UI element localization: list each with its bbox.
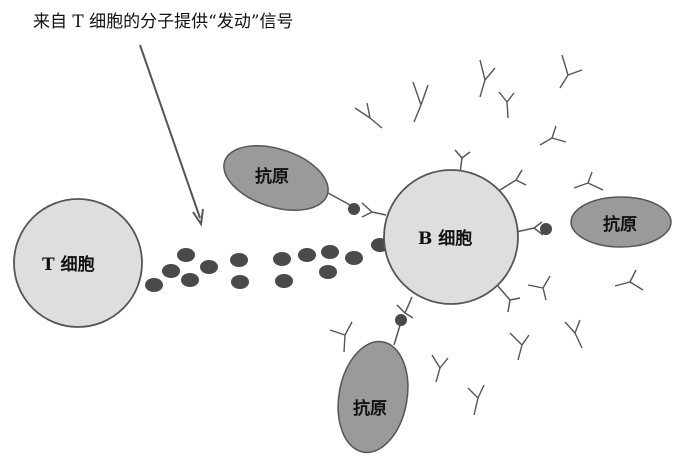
b-cell: B 细胞 [383, 169, 519, 305]
molecule [321, 245, 339, 259]
t-cell-label: T 细胞 [42, 254, 95, 275]
molecule [273, 252, 291, 266]
antibody [559, 54, 583, 89]
molecule [181, 273, 199, 287]
antigen-label: 抗原 [255, 166, 289, 187]
molecule [162, 264, 180, 278]
molecule [230, 253, 248, 267]
antibody [509, 332, 530, 361]
antigen-binding-site [348, 203, 360, 215]
antibody [498, 91, 515, 119]
molecule [345, 251, 363, 265]
molecule [145, 278, 163, 292]
antigen-label: 抗原 [603, 214, 637, 235]
antigen-top-left: 抗原 [223, 145, 360, 215]
surface-receptors [361, 149, 544, 319]
free-antibodies [329, 54, 644, 416]
antibody [431, 354, 449, 383]
signal-arrow [139, 44, 204, 227]
molecule [275, 274, 293, 288]
antibody [354, 102, 383, 129]
signal-molecules [145, 238, 389, 292]
antibody [329, 321, 353, 353]
antibody [479, 59, 496, 98]
antibody [573, 171, 604, 191]
caption: 来自 T 细胞的分子提供“发动”信号 [33, 12, 294, 32]
molecule [298, 248, 316, 262]
molecule [231, 275, 249, 289]
antibody [614, 269, 644, 291]
antigen-label: 抗原 [353, 398, 387, 419]
antigen-binding-site [540, 223, 552, 235]
antibody [539, 125, 567, 146]
antibody [527, 275, 551, 301]
antigen-binding-site [395, 314, 407, 326]
antibody [467, 384, 485, 416]
antibody [564, 319, 583, 349]
molecule [200, 260, 218, 274]
t-cell: T 细胞 [13, 198, 143, 328]
antibody [412, 81, 429, 123]
antigen-bottom: 抗原 [337, 314, 409, 454]
antigen-right: 抗原 [540, 196, 672, 248]
molecule [177, 248, 195, 262]
b-cell-label: B 细胞 [418, 228, 472, 249]
molecule [319, 265, 337, 279]
